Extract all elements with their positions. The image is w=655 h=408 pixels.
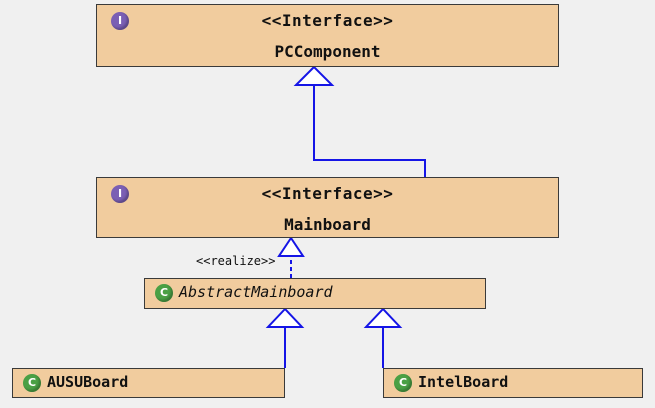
edge-intelboard-to-abstractmainboard-arrowhead <box>363 307 403 328</box>
node-name: AUSUBoard <box>47 373 129 391</box>
node-name: Mainboard <box>284 215 371 234</box>
node-intelboard[interactable]: C IntelBoard <box>383 368 643 398</box>
node-name: AbstractMainboard <box>179 283 333 301</box>
node-mainboard[interactable]: I <<Interface>> Mainboard <box>96 177 559 238</box>
node-pccomponent[interactable]: I <<Interface>> PCComponent <box>96 4 559 67</box>
interface-icon: I <box>111 12 129 30</box>
edge-mainboard-to-pccomponent <box>313 85 426 177</box>
edge-mainboard-to-pccomponent-arrowhead <box>293 65 335 86</box>
node-ausuboard[interactable]: C AUSUBoard <box>12 368 285 398</box>
class-icon: C <box>155 284 173 302</box>
realize-label: <<realize>> <box>196 254 276 268</box>
interface-icon: I <box>111 185 129 203</box>
class-icon: C <box>23 374 41 392</box>
node-stereotype: <<Interface>> <box>261 11 394 30</box>
node-abstractmainboard[interactable]: C AbstractMainboard <box>144 278 486 309</box>
class-icon: C <box>394 374 412 392</box>
edge-abstractmainboard-to-mainboard-arrowhead <box>277 236 305 257</box>
node-name: PCComponent <box>274 42 381 61</box>
edge-ausuboard-to-abstractmainboard-arrowhead <box>265 307 305 328</box>
node-name: IntelBoard <box>418 373 509 391</box>
node-stereotype: <<Interface>> <box>261 184 394 203</box>
